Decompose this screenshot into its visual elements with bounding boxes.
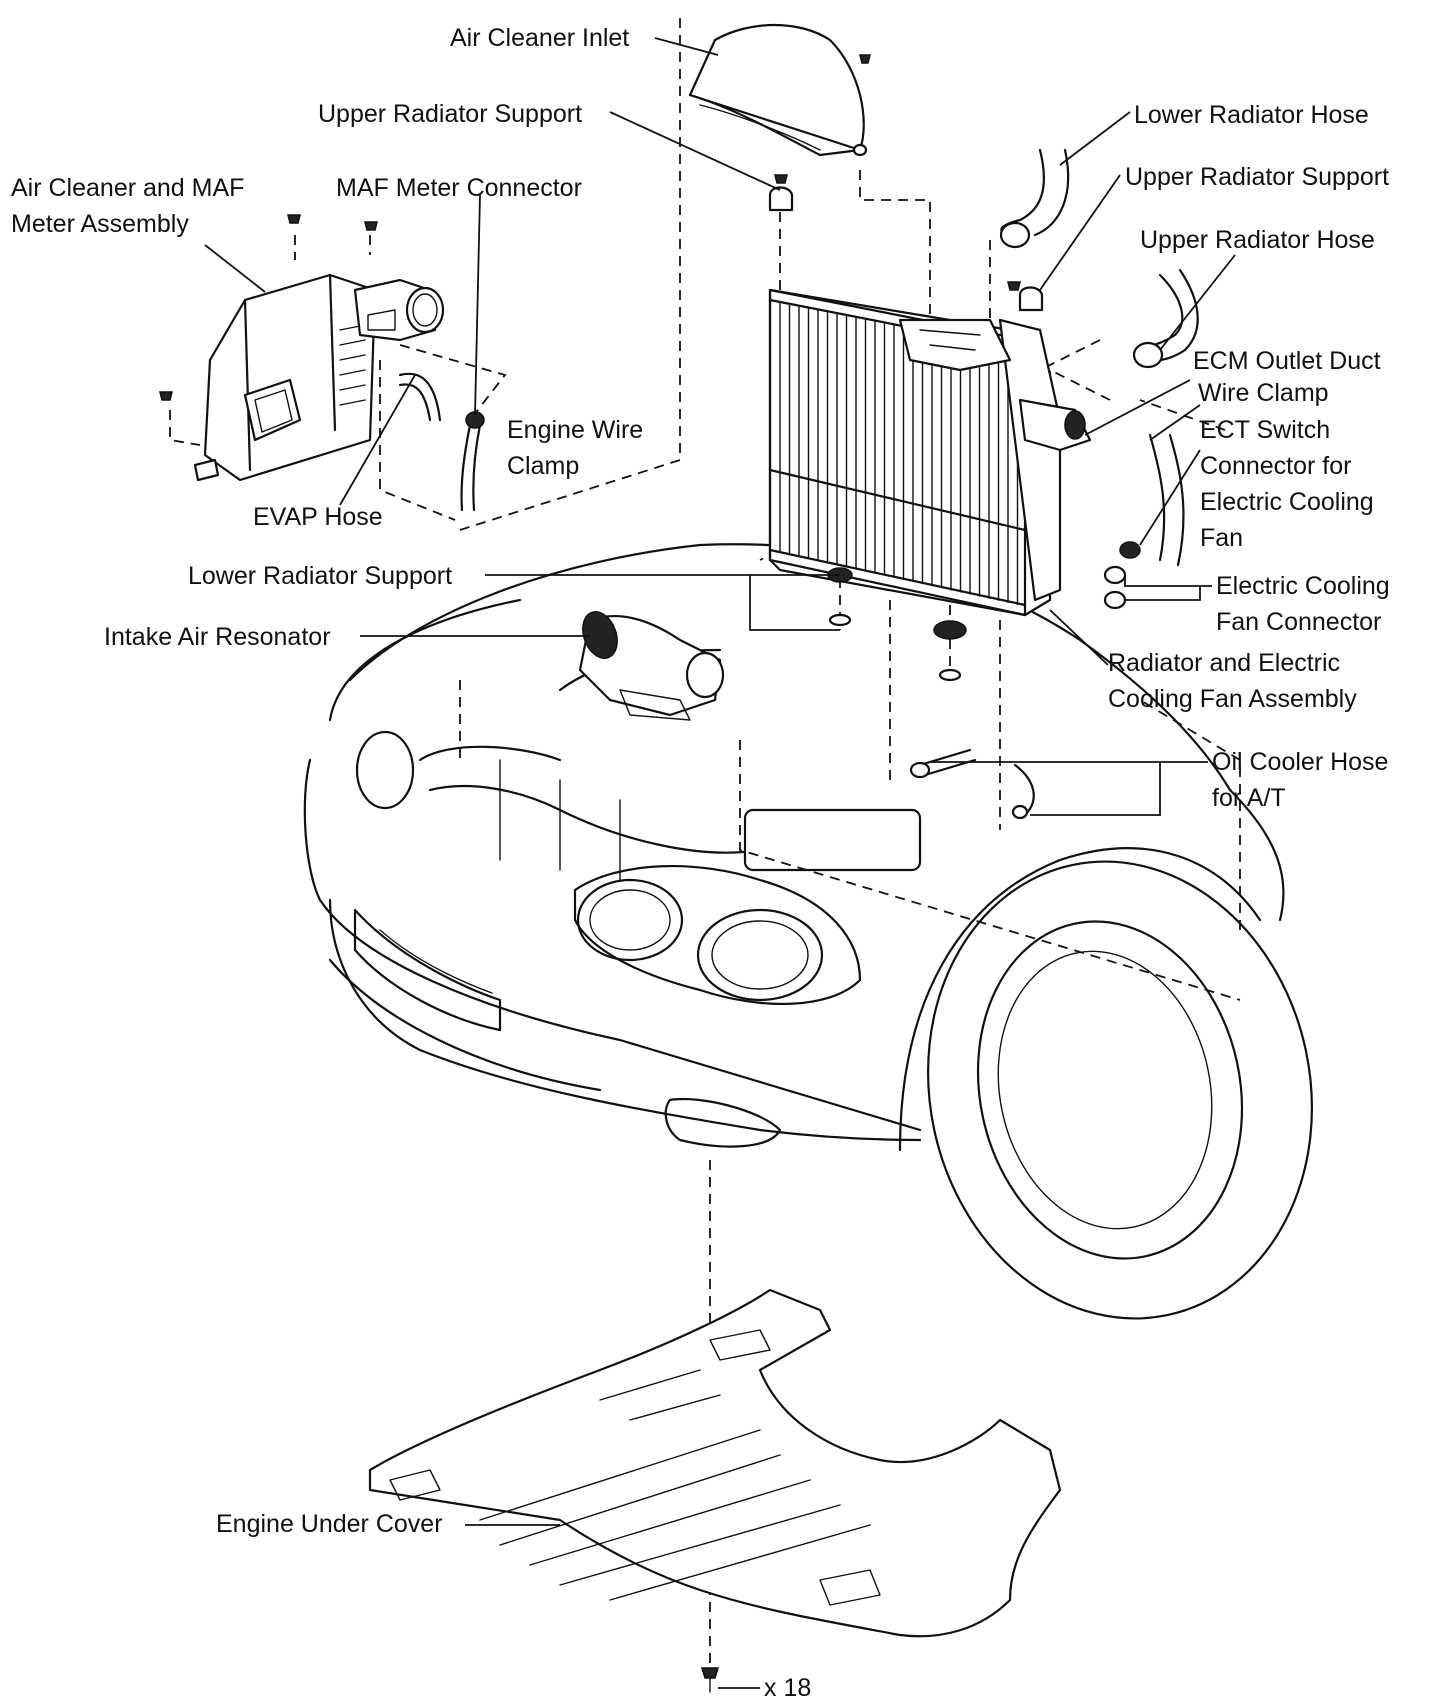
label-electric-cooling-fan-connector: Electric Cooling Fan Connector <box>1216 572 1390 636</box>
label-ect-switch-connector: ECT Switch Connector for Electric Coolin… <box>1200 416 1374 552</box>
air-cleaner-inlet-part <box>688 23 871 157</box>
label-radiator-cooling-fan-assembly: Radiator and Electric Cooling Fan Assemb… <box>1108 649 1357 713</box>
engine-under-cover-part <box>368 1288 1062 1693</box>
label-air-cleaner-maf-meter-assembly: Air Cleaner and MAF Meter Assembly <box>11 174 245 238</box>
label-upper-radiator-hose: Upper Radiator Hose <box>1140 226 1375 254</box>
label-lower-radiator-support: Lower Radiator Support <box>188 562 453 590</box>
label-air-cleaner-inlet: Air Cleaner Inlet <box>450 24 630 52</box>
label-bolt-count: x 18 <box>764 1674 812 1702</box>
air-cleaner-maf-assembly <box>159 214 445 482</box>
vehicle-front-body <box>303 543 1314 1320</box>
label-engine-under-cover: Engine Under Cover <box>216 1510 443 1538</box>
label-leader-lines <box>204 37 1236 1689</box>
radiator-fins <box>779 301 1019 606</box>
label-upper-radiator-support-right: Upper Radiator Support <box>1125 163 1390 191</box>
label-intake-air-resonator: Intake Air Resonator <box>104 623 331 651</box>
label-oil-cooler-hose: Oil Cooler Hose for A/T <box>1212 748 1389 812</box>
radiator-support-brackets <box>768 174 1044 312</box>
radiator-fan-assembly <box>768 288 1092 682</box>
label-evap-hose: EVAP Hose <box>253 503 383 531</box>
label-ecm-outlet-duct: ECM Outlet Duct <box>1193 347 1381 375</box>
intake-air-resonator-part <box>578 611 725 721</box>
label-wire-clamp: Wire Clamp <box>1198 379 1329 407</box>
label-engine-wire-clamp: Engine Wire Clamp <box>507 416 644 480</box>
label-maf-meter-connector: MAF Meter Connector <box>336 174 582 202</box>
label-upper-radiator-support-left: Upper Radiator Support <box>318 100 583 128</box>
label-lower-radiator-hose: Lower Radiator Hose <box>1134 101 1369 129</box>
hoses <box>398 148 1199 820</box>
